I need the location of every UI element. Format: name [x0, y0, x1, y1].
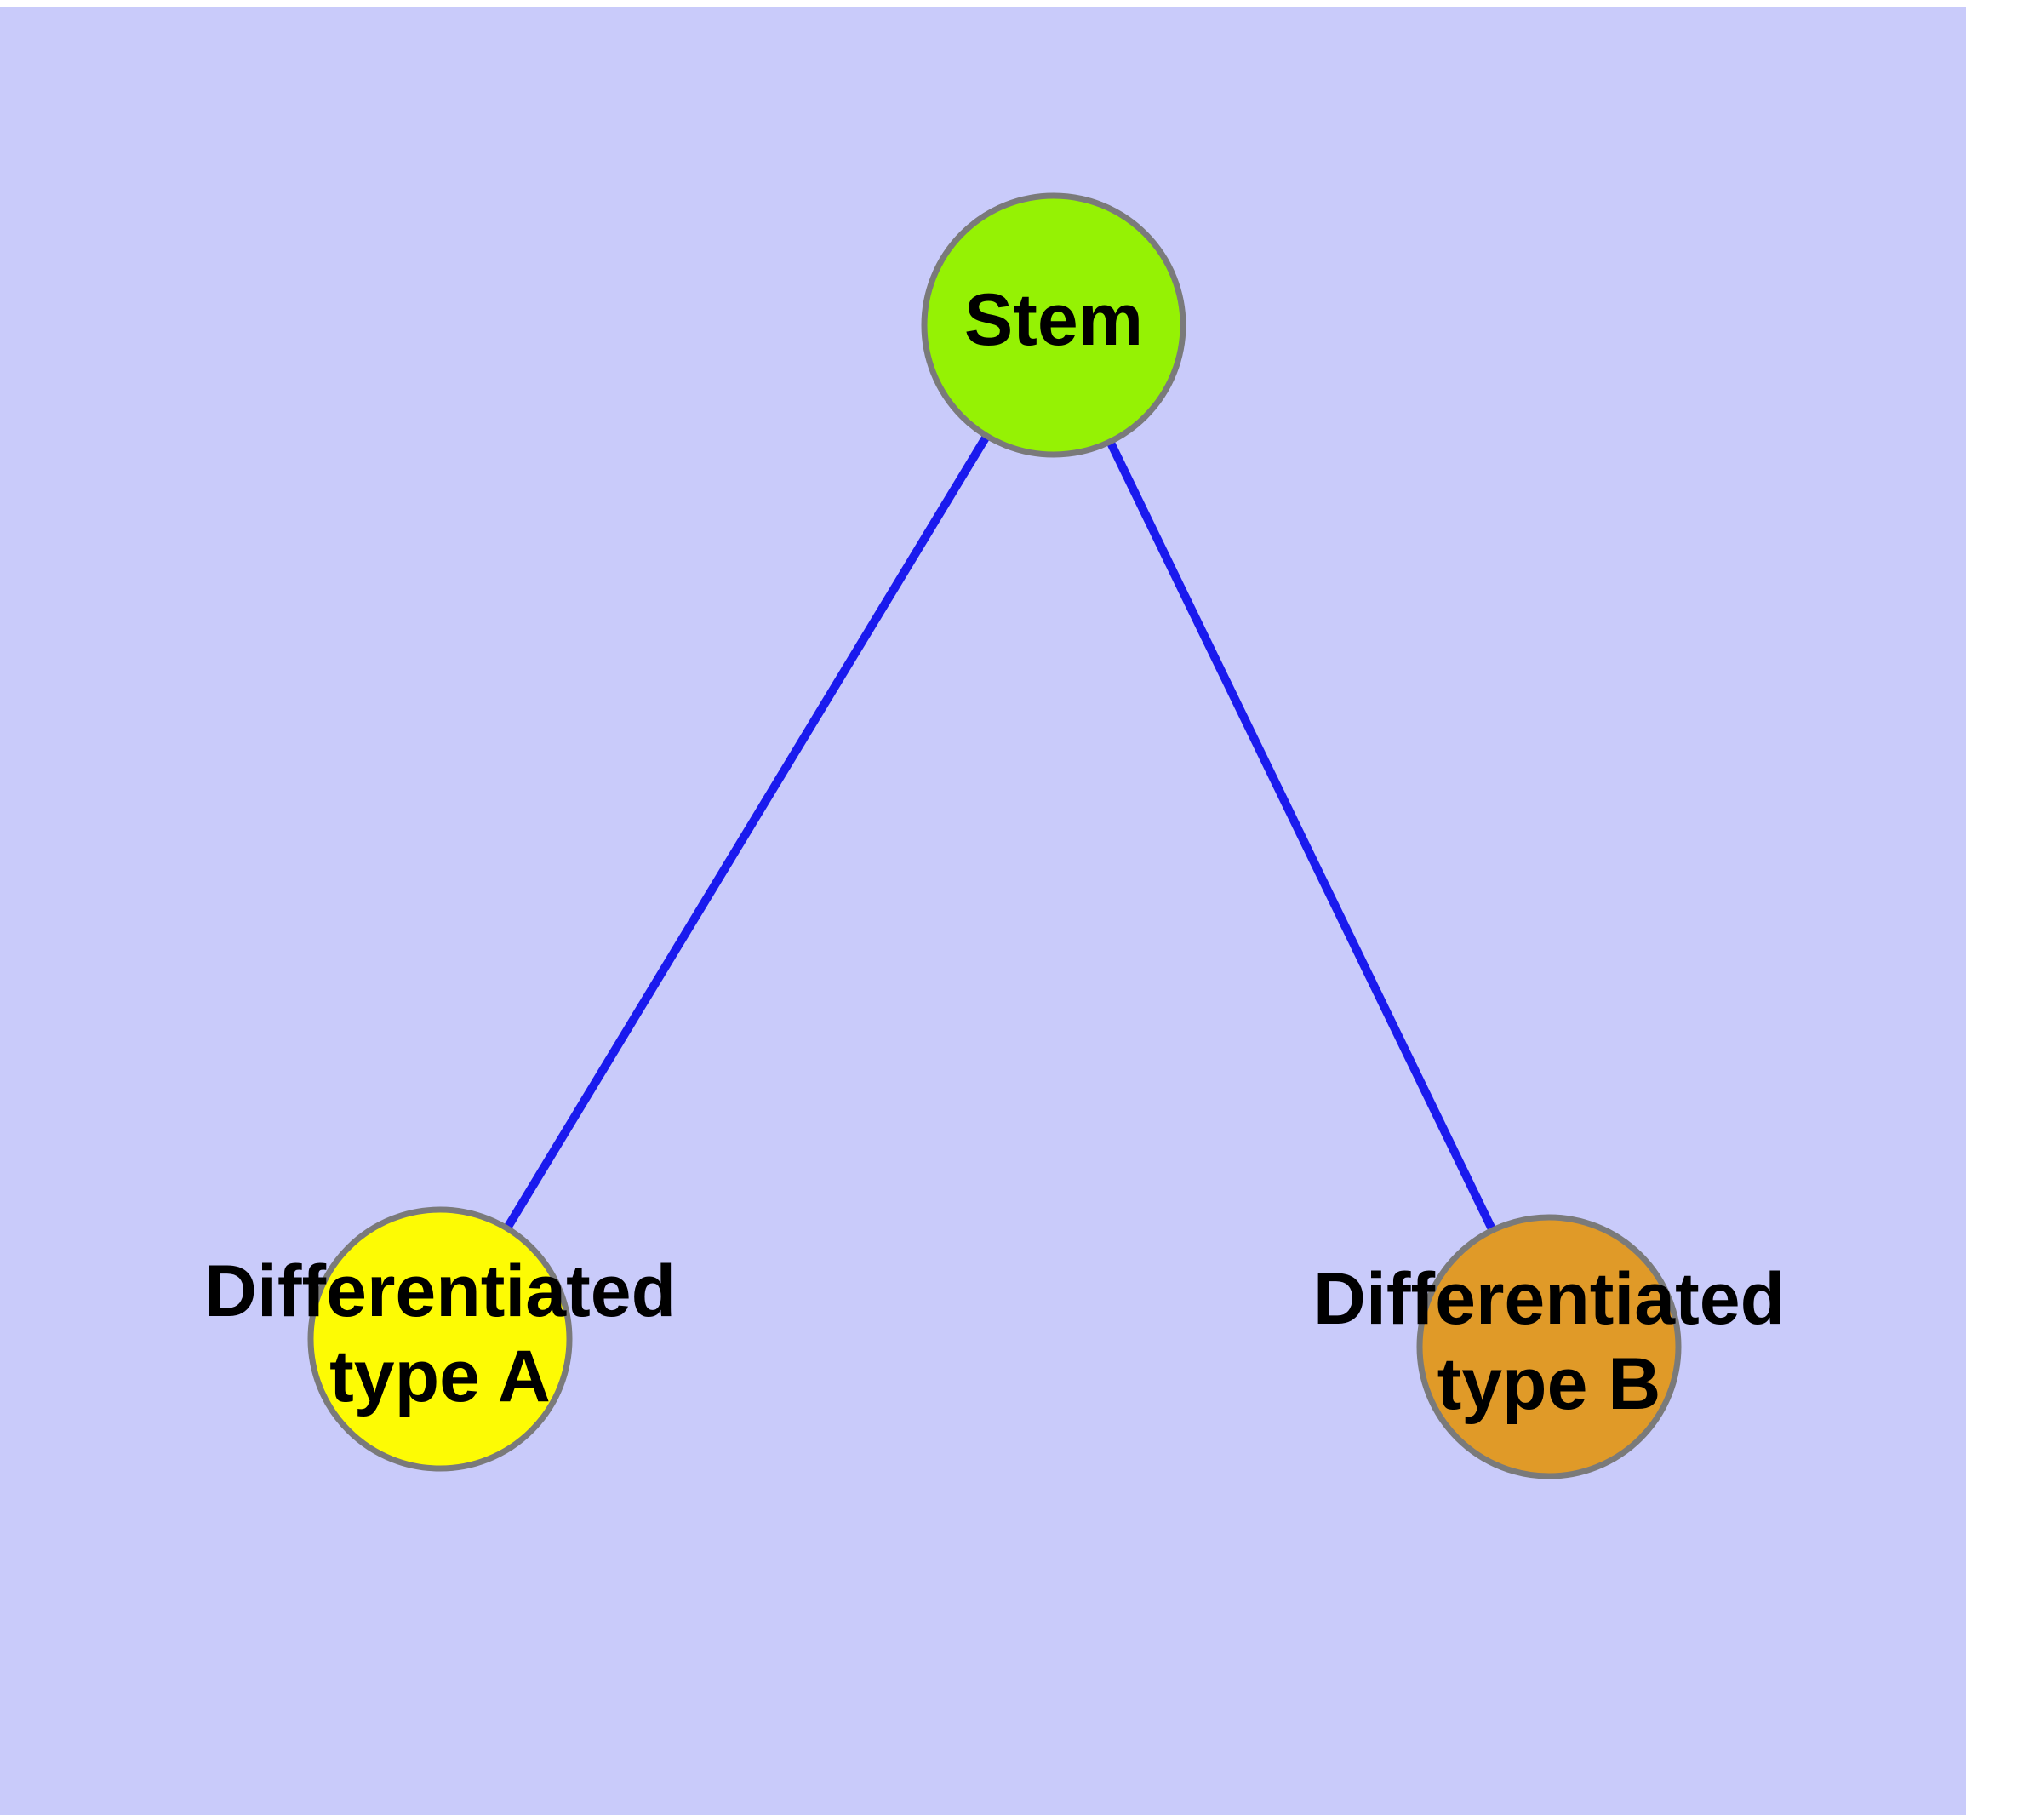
node-layer — [307, 192, 1682, 1479]
edge-stem-to-differentiated-type-a[interactable] — [501, 431, 992, 1233]
node-differentiated-type-a[interactable] — [307, 1206, 573, 1472]
node-stem[interactable] — [921, 192, 1186, 458]
edge-layer — [501, 431, 1498, 1236]
node-label-stem: Stem — [964, 279, 1143, 361]
node-differentiated-type-b[interactable] — [1416, 1214, 1682, 1479]
edge-stem-to-differentiated-type-b[interactable] — [1105, 436, 1498, 1236]
